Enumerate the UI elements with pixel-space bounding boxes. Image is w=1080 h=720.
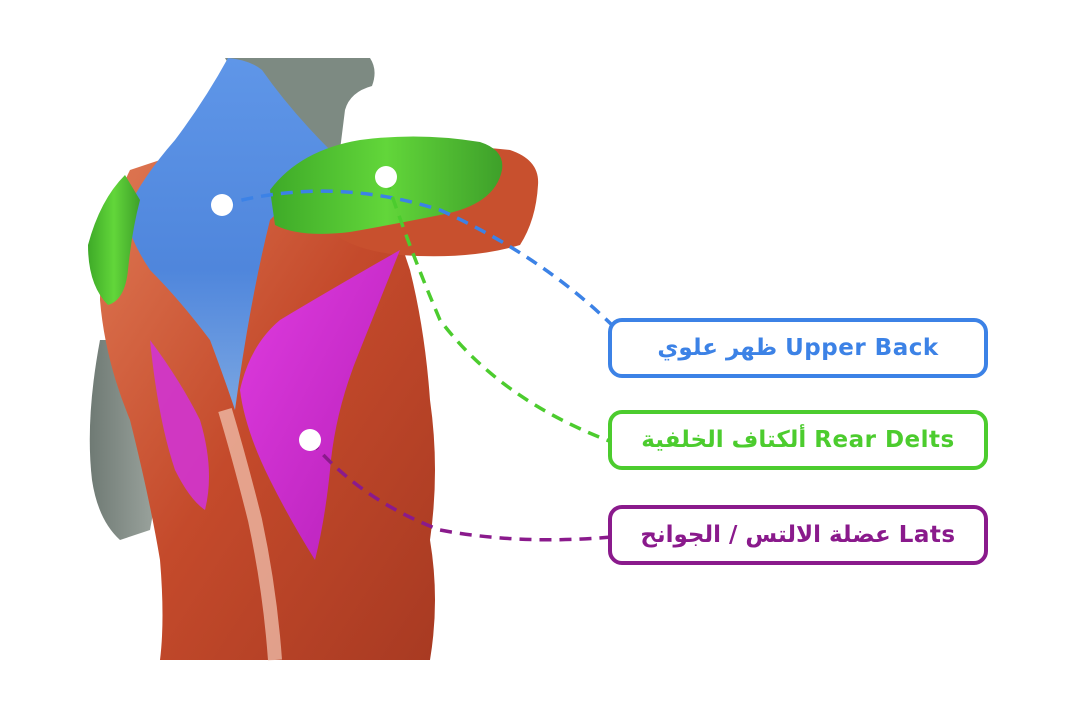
rear-delts-leader xyxy=(384,177,613,444)
lats-marker xyxy=(299,429,321,451)
rear-delts-marker xyxy=(375,166,397,188)
rear-delts-label: ألكتاف الخلفية Rear Delts xyxy=(608,410,988,470)
upper-back-marker xyxy=(211,194,233,216)
upper-back-label: ظهر علوي Upper Back xyxy=(608,318,988,378)
upper-back-leader xyxy=(221,189,614,327)
lats-label: عضلة الالتس / الجوانح Lats xyxy=(608,505,988,565)
rear-delt-left xyxy=(88,175,140,305)
lats-lower-left xyxy=(150,340,209,510)
lats-muscle xyxy=(240,250,400,560)
lats-leader xyxy=(308,438,613,542)
spine-line xyxy=(218,407,282,661)
upper-back-muscle xyxy=(125,58,330,410)
